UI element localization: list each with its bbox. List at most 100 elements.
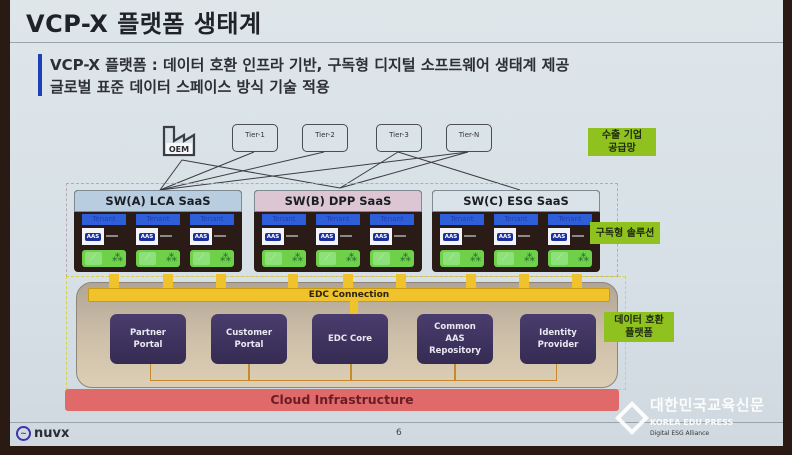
connector-line bbox=[160, 235, 172, 237]
tenant-badge: Tenant bbox=[262, 214, 306, 225]
network-icon: ⁂ bbox=[400, 251, 411, 264]
network-icon: ⁂ bbox=[220, 251, 231, 264]
aas-label: AAS bbox=[550, 232, 568, 241]
aas-icon: AAS bbox=[136, 228, 158, 245]
module-box: ⟋⁂ bbox=[548, 250, 592, 267]
factory-icon: OEM bbox=[162, 125, 196, 157]
service-bus bbox=[150, 364, 557, 381]
module-box: ⟋⁂ bbox=[440, 250, 484, 267]
edc-connector bbox=[396, 274, 406, 290]
connector-line bbox=[394, 235, 406, 237]
data-icon: ⟋ bbox=[497, 252, 514, 265]
tenant-badge: Tenant bbox=[136, 214, 180, 225]
aas-label: AAS bbox=[192, 232, 210, 241]
module-box: ⟋⁂ bbox=[82, 250, 126, 267]
edc-connector bbox=[109, 274, 119, 290]
network-icon: ⁂ bbox=[166, 251, 177, 264]
edc-connector bbox=[343, 274, 353, 290]
data-icon: ⟋ bbox=[443, 252, 460, 265]
edc-connector bbox=[163, 274, 173, 290]
cloud-infrastructure-bar: Cloud Infrastructure bbox=[65, 389, 619, 411]
module-box: ⟋⁂ bbox=[190, 250, 234, 267]
connector-line bbox=[572, 235, 584, 237]
aas-label: AAS bbox=[442, 232, 460, 241]
aas-icon: AAS bbox=[370, 228, 392, 245]
edc-connector bbox=[519, 274, 529, 290]
edc-connection-bar: EDC Connection bbox=[88, 288, 610, 302]
network-icon: ⁂ bbox=[292, 251, 303, 264]
bus-drop bbox=[454, 364, 456, 380]
oem-label: OEM bbox=[169, 145, 189, 154]
edc-connector bbox=[572, 274, 582, 290]
network-icon: ⁂ bbox=[578, 251, 589, 264]
service-identity-provider: Identity Provider bbox=[520, 314, 596, 364]
connector-line bbox=[214, 235, 226, 237]
page-number: 6 bbox=[396, 428, 402, 438]
subtitle-line-1: VCP-X 플랫폼 : 데이터 호환 인프라 기반, 구독형 디지털 소프트웨어… bbox=[50, 56, 570, 74]
connector-line bbox=[106, 235, 118, 237]
watermark-english: KOREA EDU PRESS bbox=[650, 418, 734, 427]
slide-title: VCP-X 플랫폼 생태계 bbox=[26, 10, 262, 38]
data-icon: ⟋ bbox=[85, 252, 102, 265]
tenant-badge: Tenant bbox=[440, 214, 484, 225]
nuvx-logo-icon: ~ bbox=[16, 426, 31, 441]
saas-panel-dpp: SW(B) DPP SaaS Tenant Tenant Tenant AAS … bbox=[254, 190, 422, 272]
aas-label: AAS bbox=[138, 232, 156, 241]
aas-icon: AAS bbox=[440, 228, 462, 245]
service-edc-core: EDC Core bbox=[312, 314, 388, 364]
saas-title: SW(B) DPP SaaS bbox=[254, 190, 422, 212]
subtitle-line-2: 글로벌 표준 데이터 스페이스 방식 기술 적용 bbox=[50, 78, 330, 96]
accent-bar bbox=[38, 54, 42, 96]
aas-label: AAS bbox=[372, 232, 390, 241]
network-icon: ⁂ bbox=[470, 251, 481, 264]
tenant-badge: Tenant bbox=[82, 214, 126, 225]
service-common-aas-repository: Common AAS Repository bbox=[417, 314, 493, 364]
network-icon: ⁂ bbox=[524, 251, 535, 264]
network-icon: ⁂ bbox=[112, 251, 123, 264]
aas-icon: AAS bbox=[316, 228, 338, 245]
supply-chain-label: 수출 기업 공급망 bbox=[588, 128, 656, 156]
brand-logo: ~ nuvx bbox=[16, 426, 69, 441]
connector-line bbox=[340, 235, 352, 237]
watermark-korean: 대한민국교육신문 bbox=[650, 396, 765, 414]
edc-connector bbox=[466, 274, 476, 290]
data-icon: ⟋ bbox=[265, 252, 282, 265]
data-icon: ⟋ bbox=[319, 252, 336, 265]
footer-divider bbox=[10, 422, 783, 423]
data-icon: ⟋ bbox=[373, 252, 390, 265]
module-box: ⟋⁂ bbox=[316, 250, 360, 267]
edc-core-link bbox=[350, 300, 358, 314]
tier-box: Tier-N bbox=[446, 124, 492, 152]
saas-panel-esg: SW(C) ESG SaaS Tenant Tenant Tenant AAS … bbox=[432, 190, 600, 272]
subscription-solution-label: 구독형 솔루션 bbox=[590, 222, 660, 244]
tenant-badge: Tenant bbox=[548, 214, 592, 225]
module-box: ⟋⁂ bbox=[262, 250, 306, 267]
aas-label: AAS bbox=[496, 232, 514, 241]
data-platform-label: 데이터 호환 플랫폼 bbox=[604, 312, 674, 342]
slide: VCP-X 플랫폼 생태계 VCP-X 플랫폼 : 데이터 호환 인프라 기반,… bbox=[10, 0, 783, 446]
aas-label: AAS bbox=[84, 232, 102, 241]
aas-icon: AAS bbox=[190, 228, 212, 245]
partner-logo-text: Digital ESG Alliance bbox=[650, 430, 710, 437]
tenant-badge: Tenant bbox=[190, 214, 234, 225]
saas-panel-lca: SW(A) LCA SaaS Tenant Tenant Tenant AAS … bbox=[74, 190, 242, 272]
saas-title: SW(A) LCA SaaS bbox=[74, 190, 242, 212]
tier-box: Tier-1 bbox=[232, 124, 278, 152]
aas-label: AAS bbox=[318, 232, 336, 241]
connector-line bbox=[518, 235, 530, 237]
edc-connector bbox=[288, 274, 298, 290]
network-icon: ⁂ bbox=[346, 251, 357, 264]
data-icon: ⟋ bbox=[139, 252, 156, 265]
watermark: 대한민국교육신문 KOREA EDU PRESS Digital ESG All… bbox=[614, 396, 790, 446]
aas-icon: AAS bbox=[494, 228, 516, 245]
aas-icon: AAS bbox=[548, 228, 570, 245]
service-partner-portal: Partner Portal bbox=[110, 314, 186, 364]
bus-drop bbox=[350, 364, 352, 380]
aas-icon: AAS bbox=[262, 228, 284, 245]
module-box: ⟋⁂ bbox=[494, 250, 538, 267]
tier-box: Tier-3 bbox=[376, 124, 422, 152]
module-box: ⟋⁂ bbox=[370, 250, 414, 267]
data-icon: ⟋ bbox=[551, 252, 568, 265]
tenant-badge: Tenant bbox=[494, 214, 538, 225]
tenant-badge: Tenant bbox=[370, 214, 414, 225]
